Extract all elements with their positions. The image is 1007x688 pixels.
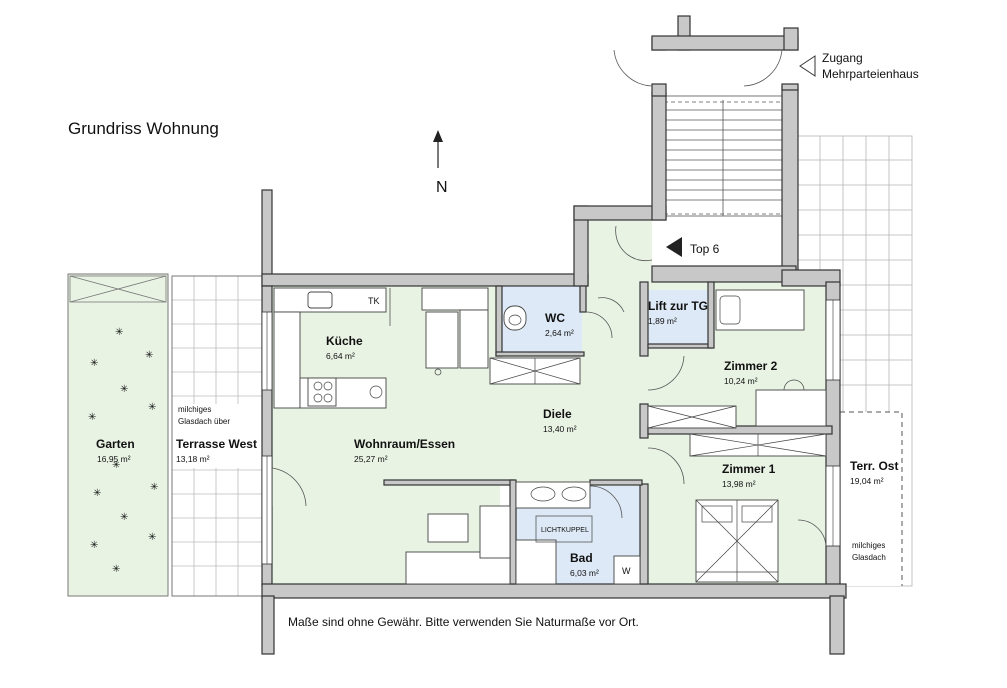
entrance-arrow-icon bbox=[799, 55, 816, 77]
room-name-bad: Bad bbox=[570, 551, 593, 565]
w-label: W bbox=[622, 566, 631, 576]
room-area-bad: 6,03 m² bbox=[570, 568, 599, 578]
room-area-lift: 1,89 m² bbox=[648, 316, 677, 326]
skylight-label: LICHTKUPPEL bbox=[541, 527, 589, 534]
glass-west-label-1: milchiges bbox=[178, 405, 211, 414]
room-name-wc: WC bbox=[545, 311, 565, 325]
room-area-garten: 16,95 m² bbox=[97, 454, 131, 464]
room-name-terr-ost: Terr. Ost bbox=[850, 459, 898, 473]
room-name-diele: Diele bbox=[543, 407, 572, 421]
svg-text:✳: ✳ bbox=[112, 564, 120, 575]
room-area-diele: 13,40 m² bbox=[543, 424, 577, 434]
stairwell bbox=[663, 95, 783, 217]
room-area-terr-ost: 19,04 m² bbox=[850, 476, 884, 486]
north-arrow-icon bbox=[433, 130, 443, 168]
plan-title: Grundriss Wohnung bbox=[68, 119, 219, 138]
disclaimer: Maße sind ohne Gewähr. Bitte verwenden S… bbox=[288, 615, 639, 629]
entrance-label-2: Mehrparteienhaus bbox=[822, 67, 919, 81]
lift-floor bbox=[648, 290, 710, 346]
room-area-zimmer1: 13,98 m² bbox=[722, 479, 756, 489]
garden bbox=[67, 273, 169, 597]
room-area-kueche: 6,64 m² bbox=[326, 351, 355, 361]
svg-text:✳: ✳ bbox=[93, 488, 101, 499]
svg-text:✳: ✳ bbox=[148, 402, 156, 413]
entrance-label-1: Zugang bbox=[822, 51, 863, 65]
room-name-terrasse-west: Terrasse West bbox=[176, 437, 257, 451]
svg-text:✳: ✳ bbox=[120, 512, 128, 523]
svg-text:✳: ✳ bbox=[148, 532, 156, 543]
svg-text:✳: ✳ bbox=[145, 350, 153, 361]
window-lines bbox=[266, 300, 834, 564]
top-arrow-icon bbox=[666, 237, 682, 257]
room-area-wc: 2,64 m² bbox=[545, 328, 574, 338]
svg-text:✳: ✳ bbox=[120, 384, 128, 395]
room-name-wohnraum: Wohnraum/Essen bbox=[354, 437, 455, 451]
room-name-garten: Garten bbox=[96, 437, 135, 451]
svg-text:✳: ✳ bbox=[90, 540, 98, 551]
svg-text:✳: ✳ bbox=[90, 358, 98, 369]
room-area-wohnraum: 25,27 m² bbox=[354, 454, 388, 464]
svg-text:✳: ✳ bbox=[88, 412, 96, 423]
room-area-zimmer2: 10,24 m² bbox=[724, 376, 758, 386]
skylight bbox=[535, 515, 593, 543]
svg-text:✳: ✳ bbox=[115, 327, 123, 338]
room-name-kueche: Küche bbox=[326, 334, 363, 348]
terrace-west-grid bbox=[171, 275, 263, 597]
room-area-terrasse-west: 13,18 m² bbox=[176, 454, 210, 464]
room-name-zimmer2: Zimmer 2 bbox=[724, 359, 778, 373]
svg-text:✳: ✳ bbox=[150, 482, 158, 493]
top-label: Top 6 bbox=[690, 242, 720, 256]
room-name-lift: Lift zur TG bbox=[648, 299, 708, 313]
svg-text:✳: ✳ bbox=[112, 460, 120, 471]
north-label: N bbox=[436, 179, 448, 196]
glass-east-label-1: milchiges bbox=[852, 541, 885, 550]
garden-plants: ✳ ✳ ✳ ✳ ✳ ✳ ✳ ✳ ✳ ✳ ✳ ✳ ✳ bbox=[88, 327, 158, 575]
terrace-east-area bbox=[840, 412, 902, 586]
room-name-zimmer1: Zimmer 1 bbox=[722, 462, 776, 476]
door-swings bbox=[271, 49, 827, 547]
tk-label: TK bbox=[368, 296, 380, 306]
terrace-east-outline bbox=[840, 411, 903, 586]
glass-west-label-2: Glasdach über bbox=[178, 417, 230, 426]
glass-east-label-2: Glasdach bbox=[852, 553, 886, 562]
furniture-details bbox=[313, 295, 827, 583]
